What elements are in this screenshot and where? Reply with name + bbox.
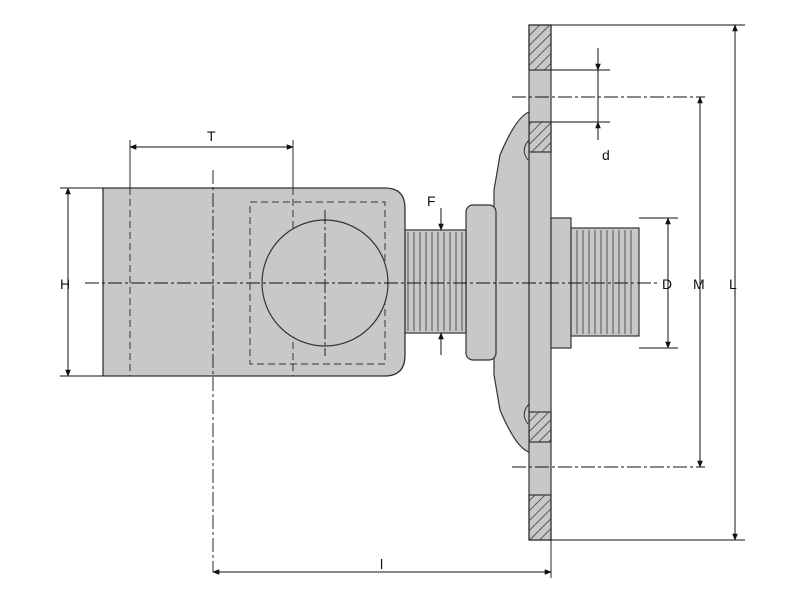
label-l-big: L (729, 276, 737, 292)
label-d: D (662, 276, 672, 292)
label-m: M (693, 276, 705, 292)
plate-hatch-lower-hole (528, 411, 552, 443)
label-t: T (207, 128, 216, 144)
flange-plate (528, 24, 552, 541)
plate-hatch-top (528, 24, 552, 71)
threaded-stud-right (570, 227, 640, 337)
plate-hatch-upper-hole (528, 121, 552, 153)
threaded-stud-left (401, 229, 467, 334)
dish-flange (493, 111, 530, 453)
dish-inner-curve (523, 139, 530, 161)
hex-nut (465, 204, 497, 361)
label-f: F (427, 193, 436, 209)
label-l-small: l (380, 556, 383, 572)
plate-hatch-bottom (528, 494, 552, 541)
label-h: H (60, 276, 70, 292)
dish-inner-curve-lower (523, 403, 530, 425)
label-d-small: d (602, 147, 610, 163)
